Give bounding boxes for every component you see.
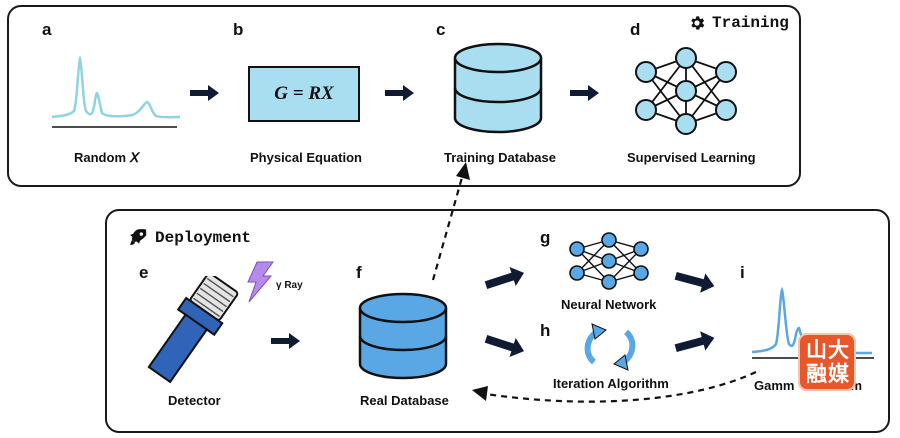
gear-icon [688, 14, 706, 37]
caption-neural-network: Neural Network [561, 297, 657, 312]
caption-real-database: Real Database [360, 393, 449, 408]
caption-random-x: Random 𝑋 [74, 150, 139, 165]
arrow-g-to-i [674, 271, 715, 293]
watermark-glyphs: 山大融媒 [806, 338, 850, 386]
deployment-title: Deployment [155, 229, 252, 247]
label-f: f [356, 263, 362, 282]
real-database-icon [358, 292, 448, 380]
neural-network-icon [569, 232, 649, 290]
arrow-f-to-h [484, 335, 525, 357]
arrow-e-to-f [271, 333, 300, 349]
caption-training-database: Training Database [444, 150, 556, 165]
dashed-arrow-real-to-training-db [431, 162, 470, 281]
label-e: e [139, 263, 149, 282]
gamma-ray-lightning-icon [247, 261, 274, 303]
arrow-c-to-d [570, 85, 599, 101]
training-database-icon [453, 42, 543, 134]
dashed-feedback-arrow-i-to-f [472, 371, 757, 403]
caption-supervised-learning: Supervised Learning [627, 150, 756, 165]
arrow-a-to-b [190, 85, 219, 101]
rocket-icon [128, 227, 148, 252]
training-title: Training [712, 14, 789, 32]
caption-physical-equation: Physical Equation [250, 150, 362, 165]
caption-gamma-spectrum: Gamm m [754, 378, 862, 393]
label-b: b [233, 20, 244, 39]
arrow-f-to-g [484, 267, 525, 289]
detector-icon [147, 276, 239, 384]
caption-gamma-spectrum-tail: m [850, 378, 863, 393]
label-d: d [630, 20, 641, 39]
random-spectrum-plot [52, 55, 181, 128]
label-g: g [540, 228, 551, 247]
label-c: c [436, 20, 446, 39]
arrow-b-to-c [385, 85, 414, 101]
arrow-h-to-i [674, 331, 715, 353]
label-i: i [740, 263, 745, 282]
deployment-panel [105, 209, 890, 433]
caption-detector: Detector [168, 393, 221, 408]
caption-gamma-spectrum-head: Gamm [754, 378, 795, 393]
label-a: a [42, 20, 52, 39]
supervised-learning-network-icon [635, 47, 737, 135]
physical-equation-box: G = RX [248, 66, 360, 122]
iteration-cycle-icon [584, 323, 636, 371]
watermark-logo [798, 333, 856, 391]
label-h: h [540, 321, 551, 340]
caption-iteration-algorithm: Iteration Algorithm [553, 376, 669, 391]
watermark-text: 山大融媒 [802, 336, 854, 388]
gamma-ray-label: γ Ray [276, 280, 303, 291]
